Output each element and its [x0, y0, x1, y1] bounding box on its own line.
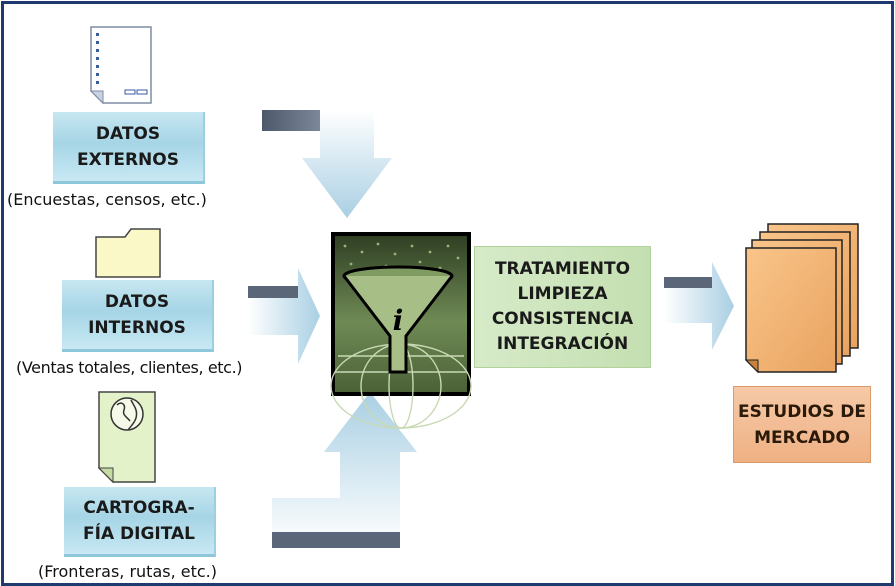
- folder-icon: [95, 228, 161, 278]
- output-line1: ESTUDIOS DE: [737, 401, 867, 422]
- filter-funnel-icon: i: [330, 232, 472, 429]
- source-caption-internos: (Ventas totales, clientes, etc.): [16, 358, 243, 377]
- output-arrow: [664, 262, 734, 350]
- source-title-line1: DATOS: [95, 123, 161, 144]
- source-title-line2: INTERNOS: [88, 317, 186, 338]
- source-title-line1: DATOS: [104, 291, 170, 312]
- document-stack-icon: [744, 223, 859, 374]
- processing-line-consistencia: CONSISTENCIA: [491, 309, 634, 329]
- source-caption-externos: (Encuestas, censos, etc.): [7, 190, 207, 209]
- middle-arrow: [248, 268, 320, 364]
- processing-line-integracion: INTEGRACIÓN: [496, 334, 629, 354]
- top-bent-arrow: [262, 110, 392, 218]
- output-box: ESTUDIOS DE MERCADO: [733, 386, 871, 463]
- processing-line-tratamiento: TRATAMIENTO: [494, 259, 631, 279]
- source-title-line2: EXTERNOS: [77, 149, 179, 170]
- bottom-bent-arrow: [272, 392, 417, 548]
- output-line2: MERCADO: [754, 427, 850, 448]
- source-caption-cartografia: (Fronteras, rutas, etc.): [38, 562, 217, 581]
- source-title-line1: CARTOGRA-: [83, 497, 195, 518]
- source-box-cartografia: CARTOGRA- FÍA DIGITAL: [64, 487, 216, 557]
- document-icon: [89, 26, 152, 105]
- processing-box: TRATAMIENTO LIMPIEZA CONSISTENCIA INTEGR…: [474, 246, 651, 368]
- funnel-letter: i: [393, 304, 404, 337]
- source-box-externos: DATOS EXTERNOS: [53, 112, 205, 184]
- source-box-internos: DATOS INTERNOS: [62, 280, 214, 352]
- globe-document-icon: [97, 391, 156, 484]
- processing-line-limpieza: LIMPIEZA: [517, 284, 608, 304]
- source-title-line2: FÍA DIGITAL: [83, 523, 195, 544]
